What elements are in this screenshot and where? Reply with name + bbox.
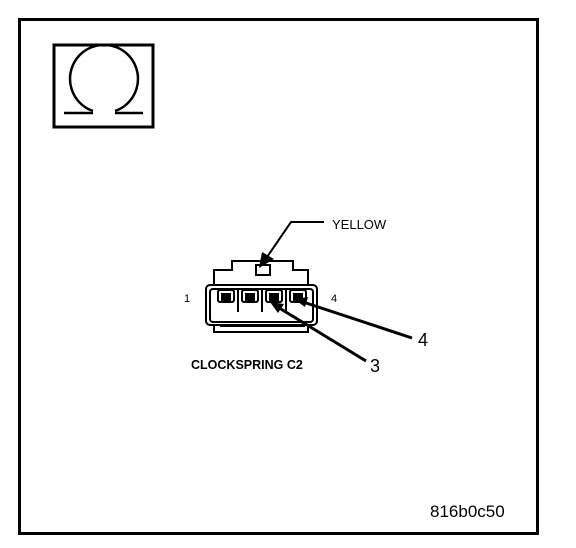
pin-label-last: 4 [331, 293, 337, 305]
connector-name-label: CLOCKSPRING C2 [191, 358, 303, 372]
pin-label-first: 1 [184, 293, 190, 305]
figure-id-label: 816b0c50 [430, 502, 505, 521]
callout-3-leader [270, 302, 367, 363]
connector-cavities [217, 289, 307, 303]
cavity-3 [265, 289, 283, 303]
callout-label-3: 3 [370, 356, 380, 376]
connector-color-label: YELLOW [332, 217, 387, 232]
cavity-2 [241, 289, 259, 303]
callout-label-4: 4 [418, 330, 428, 350]
diagram-border [18, 18, 539, 535]
cavity-1 [217, 289, 235, 303]
callout-4-leader [294, 297, 413, 340]
omega-ohmmeter-icon [52, 43, 155, 129]
yellow-leader-arrow [259, 221, 324, 268]
